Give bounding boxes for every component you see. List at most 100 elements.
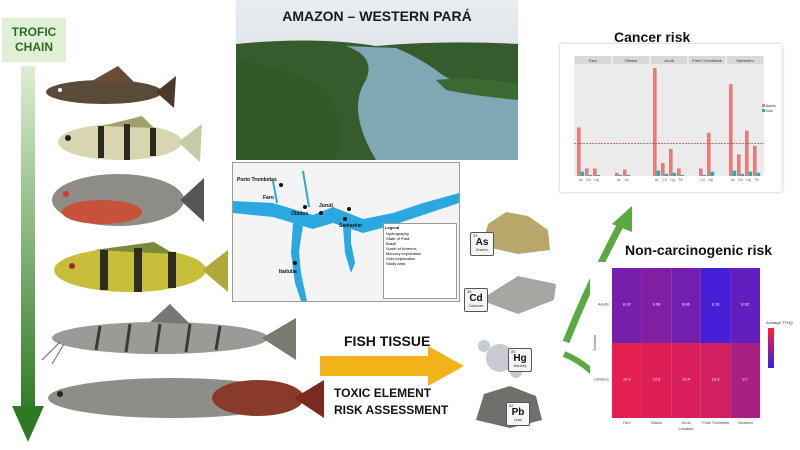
legend-label-adults: Adults (766, 104, 776, 108)
peacock-bass-illustration (54, 242, 228, 292)
heatmap-value: 8.92 (623, 302, 632, 307)
striped-perch-illustration (58, 116, 202, 162)
bar-kids (580, 171, 585, 176)
tick-label: Hg (595, 178, 599, 182)
heatmap-xaxis-title: Location (678, 426, 693, 431)
bar-adults (707, 132, 711, 176)
facet-label: Óbidos (625, 58, 638, 63)
facet-strip (689, 56, 725, 64)
piranha-illustration (52, 174, 204, 226)
arsenic-rock-image (482, 212, 550, 254)
map-legend: Legend Hydrography State of Pará Brazil … (383, 223, 457, 299)
bar-kids (702, 174, 707, 176)
bar-kids (626, 174, 631, 176)
noncarcinogenic-risk-title: Non-carcinogenic risk (625, 242, 773, 258)
heatmap-value: 8.86 (682, 302, 691, 307)
tick-label: Hg (671, 178, 675, 182)
cancer-risk-title: Cancer risk (614, 29, 691, 45)
tick-label: As (579, 178, 583, 182)
legend-item: Brazil (386, 241, 397, 246)
heatmap-cell (700, 268, 731, 343)
tick-label: As (731, 178, 735, 182)
tick-label: Cd (587, 178, 591, 182)
heatmap-legend-gradient (768, 338, 774, 340)
legend-item: Mercury exploration (386, 251, 422, 256)
legend-item: South of America (386, 246, 417, 251)
element-number: 33 (473, 233, 478, 238)
bar-adults (753, 145, 757, 176)
bar-kids (732, 170, 737, 176)
heatmap-legend-gradient (768, 336, 774, 338)
arsenic-element-tile: 33 As Arsenic (470, 232, 494, 256)
map-label-porto-trombetas: Porto Trombetas (237, 177, 277, 183)
trophic-label-line1: TROFIC (11, 25, 57, 39)
heatmap-cell (612, 268, 642, 343)
heatmap-legend-gradient (768, 340, 774, 342)
tick-label: As (617, 178, 621, 182)
tick-label: Hg (709, 178, 713, 182)
arapaima-illustration (48, 378, 324, 418)
element-symbol: Hg (513, 353, 527, 364)
heatmap-legend-gradient (768, 356, 774, 358)
heatmap-cell (641, 343, 672, 418)
heatmap-legend-gradient (768, 364, 774, 366)
tick-label: Hg (747, 178, 751, 182)
heatmap-legend-gradient (768, 328, 774, 330)
bar-kids (656, 170, 661, 176)
bar-adults (653, 68, 657, 176)
heatmap-cell (671, 343, 701, 418)
bar-adults (577, 127, 581, 176)
legend-item: Gold exploration (386, 256, 416, 261)
facet-strip (727, 56, 763, 64)
heatmap-legend-gradient (768, 330, 774, 332)
heatmap-cell (700, 343, 731, 418)
bar-kids (588, 174, 593, 176)
bar-adults (699, 168, 703, 176)
cadmium-metal-image (480, 276, 556, 314)
heatmap-legend-gradient (768, 366, 774, 368)
bar-kids (672, 172, 677, 176)
map-label-obidos: Óbidos (291, 211, 309, 217)
element-symbol: As (475, 237, 489, 248)
bar-adults (729, 84, 733, 176)
element-name: Cadmium (468, 304, 484, 308)
heatmap-value: 8.62 (741, 302, 750, 307)
heatmap-legend-title: Average TTHQ (766, 320, 793, 325)
tick-label: Pb (679, 178, 683, 182)
trophic-chain-label: TROFIC CHAIN (2, 18, 66, 62)
bar-adults (737, 154, 741, 176)
tissue-arrow (320, 346, 464, 386)
risk-line2: RISK ASSESSMENT (334, 403, 449, 417)
bar-adults (677, 168, 681, 176)
facet-label: Porto Trombetas (692, 58, 722, 63)
heatmap-legend-gradient (768, 350, 774, 352)
amazon-river-photo (236, 0, 518, 160)
facet-label: Faro (589, 58, 598, 63)
heatmap-ylabel: Children (594, 377, 609, 382)
heatmap-legend-gradient (768, 344, 774, 346)
heatmap-legend-gradient (768, 348, 774, 350)
map-label-faro: Faro (263, 195, 274, 201)
tick-label: Pb (755, 178, 759, 182)
bar-kids (680, 174, 685, 176)
heatmap-value: 10.6 (623, 377, 632, 382)
amazon-title: AMAZON – WESTERN PARÁ (282, 8, 472, 24)
facet-strip (575, 56, 611, 64)
heatmap-value: 9.7 (742, 377, 748, 382)
heatmap-legend-gradient (768, 362, 774, 364)
element-symbol: Pb (511, 407, 525, 418)
heatmap-legend-gradient (768, 332, 774, 334)
bar-adults (745, 130, 749, 176)
risk-line1: TOXIC ELEMENT (334, 386, 432, 400)
legend-swatch-kids (762, 109, 765, 112)
tick-label: Cd (625, 178, 629, 182)
heatmap-legend-gradient (768, 342, 774, 344)
heatmap-xlabel: Óbidos (651, 420, 663, 425)
legend-swatch-adults (762, 104, 765, 107)
tick-label: Cd (701, 178, 705, 182)
bar-adults (661, 163, 665, 176)
mercury-element-tile: 80 Hg Mercury (508, 348, 532, 372)
trophic-label-line2: CHAIN (15, 40, 53, 54)
heatmap-xlabel: Santarém (737, 421, 753, 425)
heatmap-cell (730, 268, 760, 343)
